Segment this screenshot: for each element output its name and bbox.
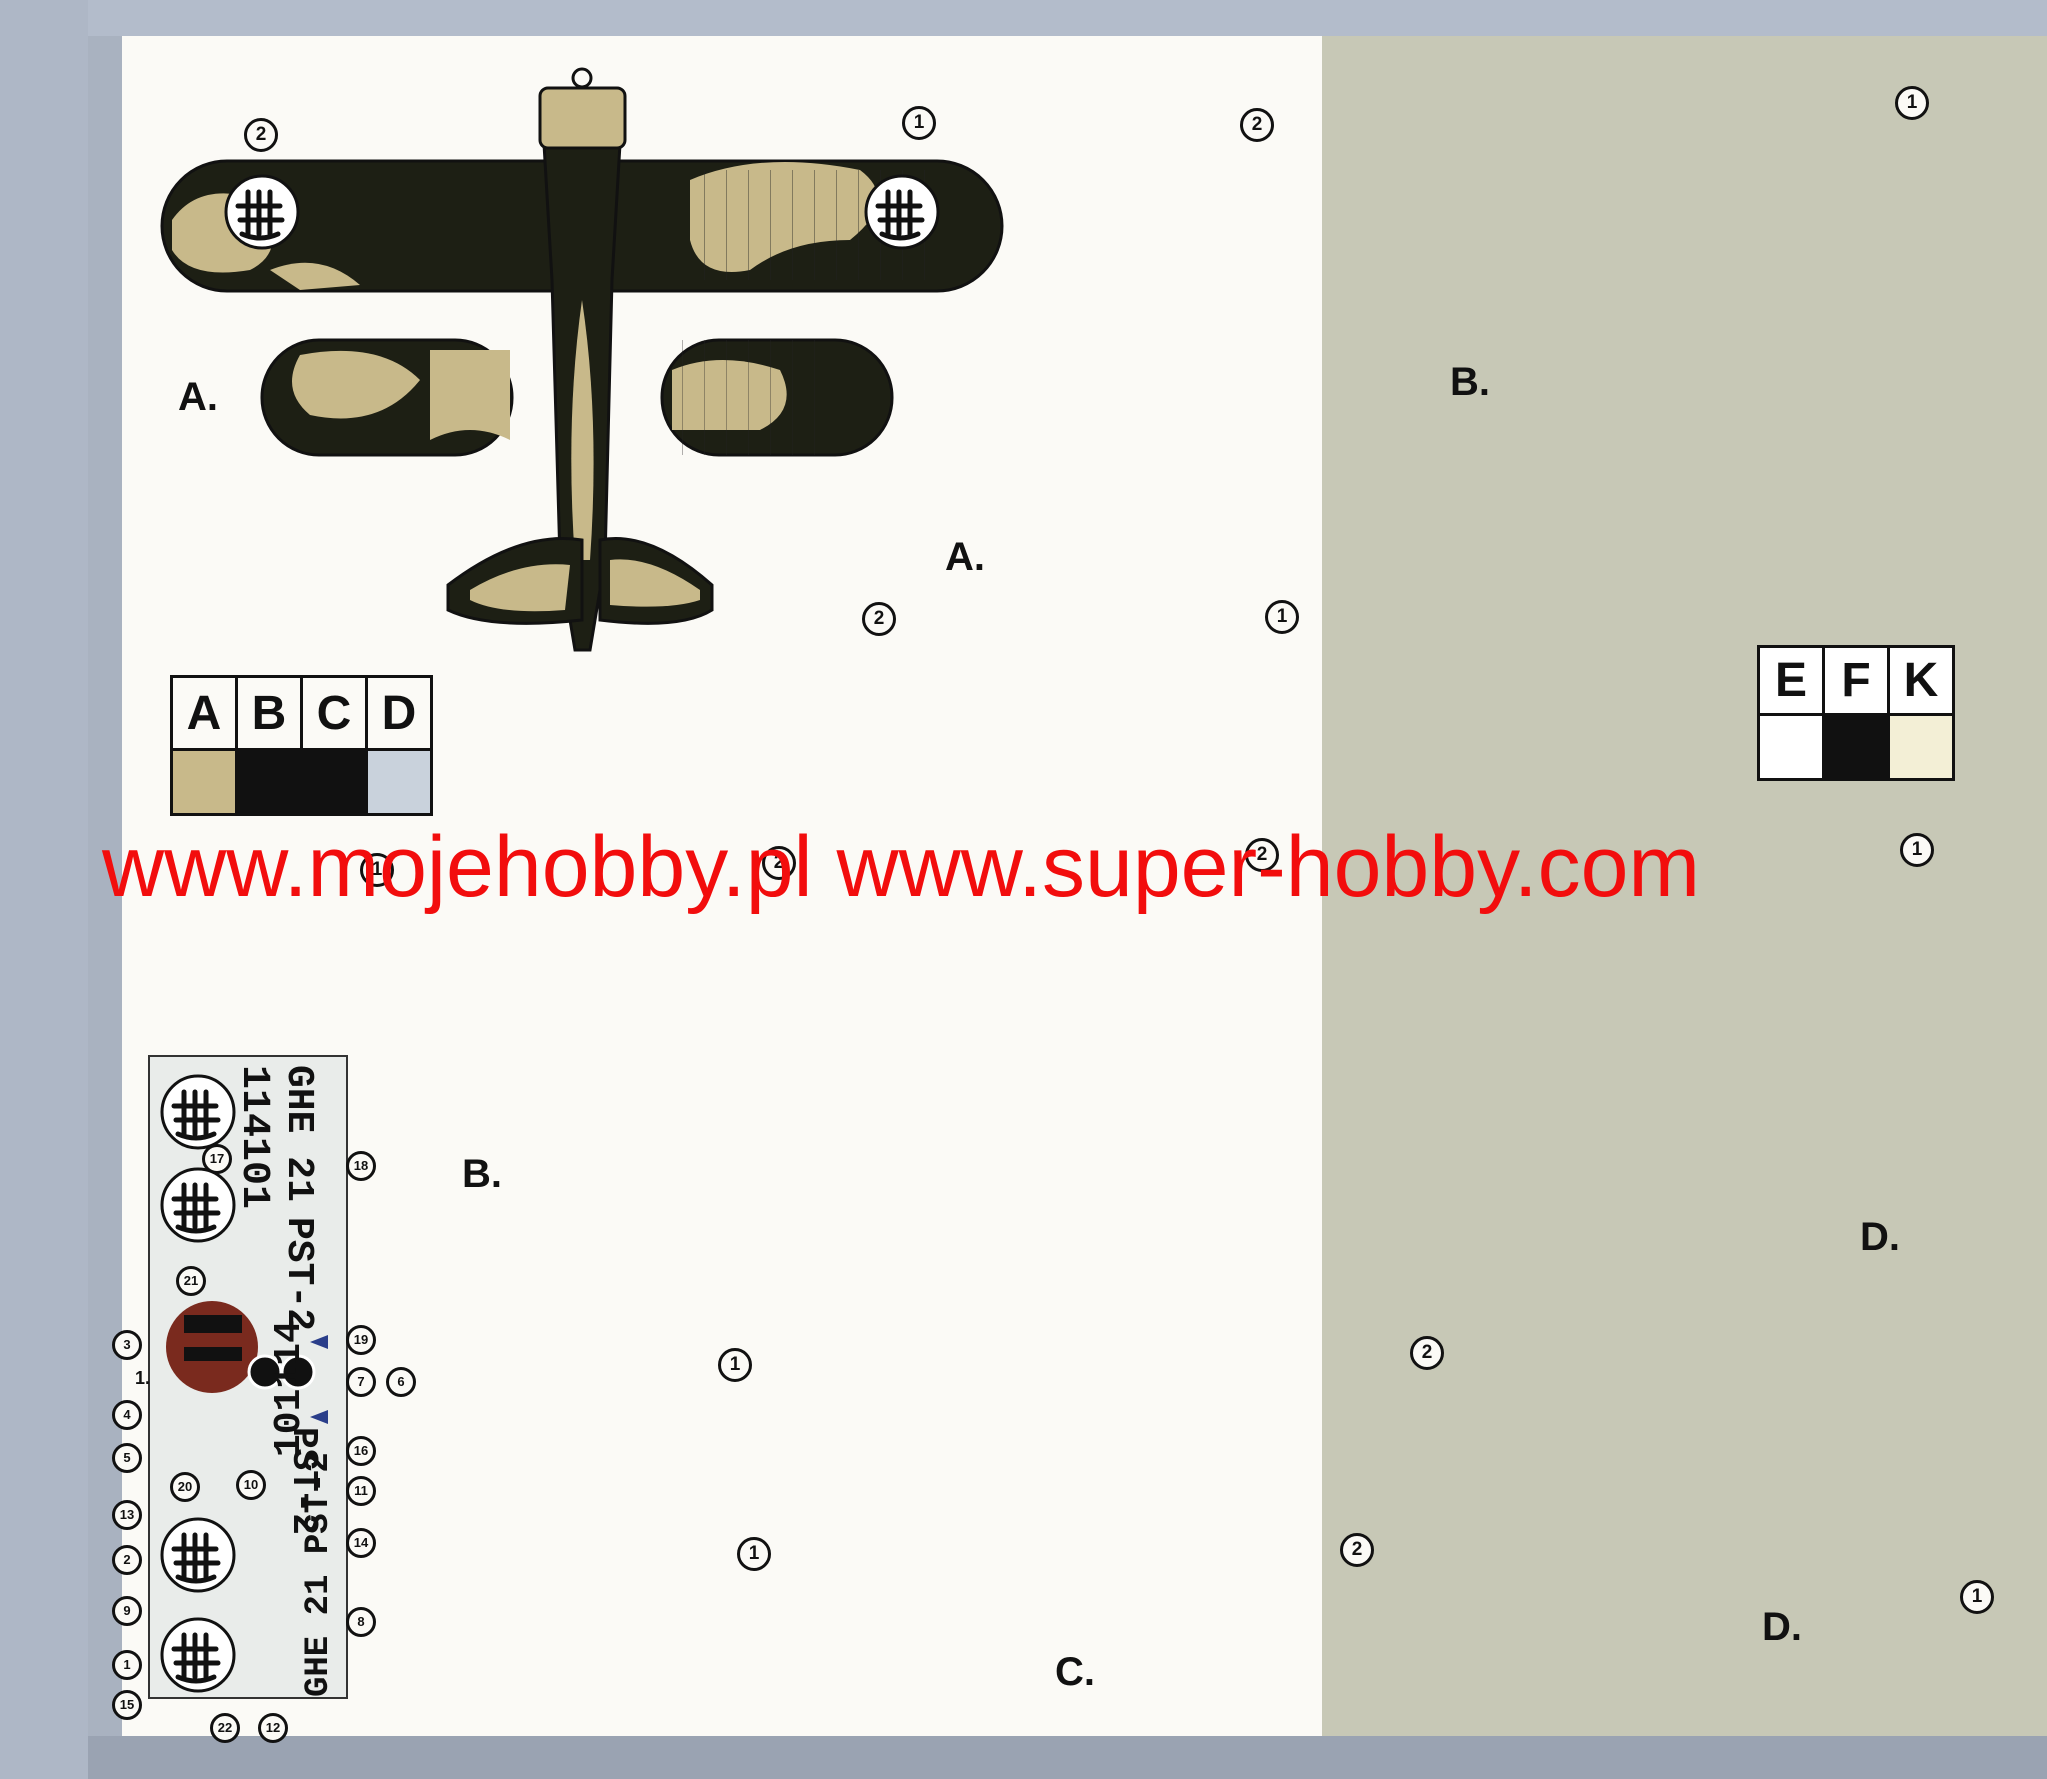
decal-roundel-1 (162, 1076, 234, 1148)
top-border (0, 0, 2047, 36)
key-swatch-e (1757, 713, 1825, 781)
view-label-a-top: A. (178, 375, 218, 419)
decal-text-114101: 114101 (231, 1065, 276, 1210)
callout-a-bottom-right: 1 (1265, 600, 1299, 634)
decal-callout-2: 2 (112, 1545, 142, 1575)
aircraft-a-upper-view (160, 67, 1004, 652)
callout-b-bottom-left: 1 (360, 853, 394, 887)
decal-roundel-2 (162, 1169, 234, 1241)
key-swatch-f (1822, 713, 1890, 781)
key-swatch-b (235, 748, 303, 816)
decal-callout-15: 15 (112, 1690, 142, 1720)
decal-sheet: GHE 21 114101 PST-2 PST-2 101114 GHE 21 … (148, 1055, 348, 1699)
decal-callout-11: 11 (346, 1476, 376, 1506)
key-letter-e: E (1757, 645, 1825, 716)
decal-callout-16: 16 (346, 1436, 376, 1466)
callout-a-bottom-left: 2 (862, 602, 896, 636)
decal-callout-13: 13 (112, 1500, 142, 1530)
callout-a-top-right: 1 (902, 106, 936, 140)
callout-b-top-right: 1 (1895, 86, 1929, 120)
decal-callout-20: 20 (170, 1472, 200, 1502)
watermark: www.mojehobby.pl www.super-hobby.com (102, 819, 1701, 915)
callout-d-lower-right: 1 (1960, 1580, 1994, 1614)
decal-text-pst2-top: PST-2 (277, 1217, 320, 1332)
color-key-efk: E F K (1757, 645, 1955, 781)
decal-callout-9: 9 (112, 1596, 142, 1626)
decal-callout-19: 19 (346, 1325, 376, 1355)
decal-text-ghe21-top: GHE 21 (277, 1065, 320, 1202)
view-label-d-top: D. (1860, 1215, 1900, 1259)
decal-callout-18: 18 (346, 1151, 376, 1181)
decal-roundel-3 (162, 1519, 234, 1591)
decal-callout-10: 10 (236, 1470, 266, 1500)
grey-panel (1322, 36, 2047, 1736)
decal-callout-12: 12 (258, 1713, 288, 1743)
decal-callout-3: 3 (112, 1330, 142, 1360)
key-letter-d: D (365, 675, 433, 751)
decal-roundel-4 (162, 1619, 234, 1691)
decal-callout-1: 1 (112, 1650, 142, 1680)
key-swatch-d (365, 748, 433, 816)
key-swatch-c (300, 748, 368, 816)
decal-label-1dot: 1. (135, 1368, 151, 1388)
callout-c-lower-right: 2 (1340, 1533, 1374, 1567)
decal-callout-22: 22 (210, 1713, 240, 1743)
key-swatch-k (1887, 713, 1955, 781)
view-label-a-bottom: A. (945, 535, 985, 579)
left-border (0, 0, 88, 1779)
decal-callout-5: 5 (112, 1443, 142, 1473)
callout-b-bottom-right: 2 (762, 846, 796, 880)
callout-c-upper-left: 1 (718, 1348, 752, 1382)
color-key-abcd: A B C D (170, 675, 433, 816)
callout-d-upper-left: 2 (1245, 838, 1279, 872)
decal-text-101114: 101114 (268, 1320, 311, 1457)
decal-text-ghe21-pst2: GHE 21 PST-2 (300, 1452, 338, 1697)
callout-b-top-left: 2 (1240, 108, 1274, 142)
callout-a-top-left: 2 (244, 118, 278, 152)
callout-c-lower-left: 1 (737, 1537, 771, 1571)
bottom-border (88, 1736, 2047, 1779)
key-swatch-a (170, 748, 238, 816)
key-letter-f: F (1822, 645, 1890, 716)
view-label-d-bottom: D. (1762, 1605, 1802, 1649)
key-letter-a: A (170, 675, 238, 751)
decal-callout-4: 4 (112, 1400, 142, 1430)
view-label-b-bottom: B. (462, 1152, 502, 1196)
key-letter-k: K (1887, 645, 1955, 716)
decal-callout-7: 7 (346, 1367, 376, 1397)
decal-callout-21: 21 (176, 1266, 206, 1296)
callout-c-upper-right: 2 (1410, 1336, 1444, 1370)
view-label-c: C. (1055, 1650, 1095, 1694)
decal-callout-14: 14 (346, 1528, 376, 1558)
decal-callout-8: 8 (346, 1607, 376, 1637)
view-label-b-top: B. (1450, 360, 1490, 404)
decal-callout-17: 17 (202, 1144, 232, 1174)
key-letter-b: B (235, 675, 303, 751)
decal-callout-6: 6 (386, 1367, 416, 1397)
decal-sheet-graphics (150, 1057, 328, 1697)
key-letter-c: C (300, 675, 368, 751)
callout-d-upper-right: 1 (1900, 833, 1934, 867)
